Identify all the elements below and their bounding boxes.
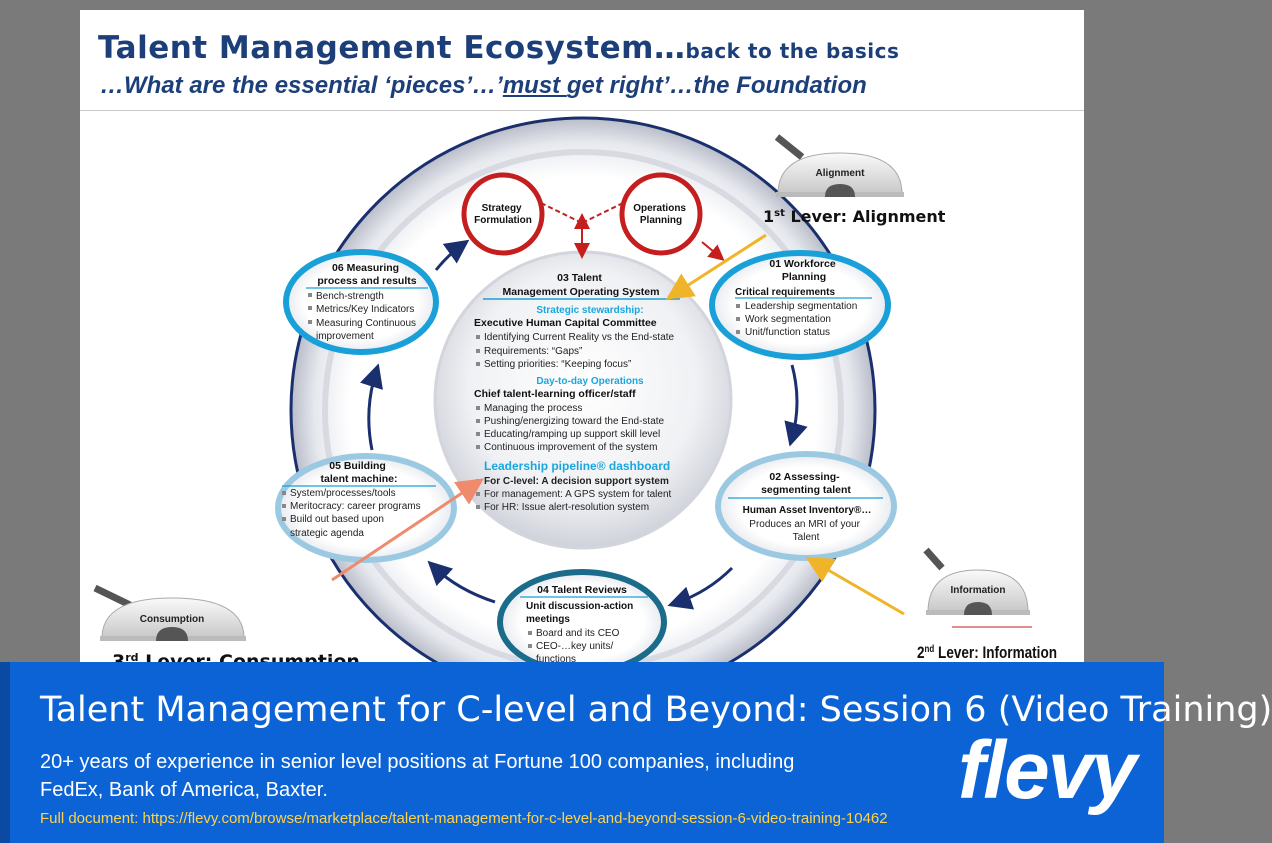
- alignment-dial-icon: Alignment: [774, 134, 904, 197]
- slide-subtitle: …What are the essential ‘pieces’…’must g…: [100, 72, 867, 100]
- svg-text:Requirements: “Gaps”: Requirements: “Gaps”: [484, 346, 582, 357]
- flevy-logo: flevy: [958, 725, 1137, 816]
- full-document-link[interactable]: Full document: https://flevy.com/browse/…: [40, 810, 888, 827]
- center-s2-title: Day-to-day Operations: [536, 376, 644, 387]
- svg-text:Board and its CEO: Board and its CEO: [536, 628, 620, 639]
- subtitle-emphasis: must: [502, 72, 567, 99]
- svg-text:Measuring Continuous: Measuring Continuous: [316, 318, 416, 329]
- svg-text:Meritocracy: career programs: Meritocracy: career programs: [290, 501, 421, 512]
- svg-text:strategic agenda: strategic agenda: [290, 528, 364, 539]
- information-dial-icon: Information: [923, 547, 1030, 615]
- svg-text:Leadership segmentation: Leadership segmentation: [745, 301, 857, 312]
- svg-text:improvement: improvement: [316, 331, 374, 342]
- slide: Talent Management Ecosystem…back to the …: [80, 10, 1084, 704]
- top-connector: [540, 202, 725, 261]
- svg-text:Unit discussion-action: Unit discussion-action meetings: [526, 601, 636, 625]
- svg-text:Work segmentation: Work segmentation: [745, 314, 831, 325]
- subtitle-part-b: get right’…the Foundation: [566, 72, 867, 99]
- center-s1-sub: Executive Human Capital Committee: [474, 317, 657, 329]
- promo-banner: Talent Management for C-level and Beyond…: [0, 662, 1272, 843]
- svg-text:System/processes/tools: System/processes/tools: [290, 488, 396, 499]
- description-line-2: FedEx, Bank of America, Baxter.: [40, 779, 328, 801]
- banner-edge: [0, 662, 10, 843]
- svg-text:For management: A GPS system f: For management: A GPS system for talent: [484, 489, 672, 500]
- center-s1-title: Strategic stewardship:: [536, 305, 643, 316]
- alignment-lever-arrow: [665, 233, 767, 300]
- svg-text:Metrics/Key Indicators: Metrics/Key Indicators: [316, 304, 414, 315]
- svg-text:Build out based upon: Build out based upon: [290, 514, 384, 525]
- operations-planning-node: Operations Planning: [619, 172, 703, 256]
- svg-text:Managing the process: Managing the process: [484, 403, 582, 414]
- svg-text:Alignment: Alignment: [816, 168, 866, 179]
- svg-text:Information: Information: [951, 585, 1006, 596]
- node-05-building-talent-machine: 05 Building talent machine: System/proce…: [275, 453, 457, 563]
- svg-text:05 Building talent mac: 05 Building talent machine:: [320, 460, 397, 485]
- center-s3-title: Leadership pipeline® dashboard: [484, 459, 670, 473]
- svg-text:01 Workforce Planning: 01 Workforce Planning: [769, 258, 838, 283]
- node-02-assessing-talent: 02 Assessing- segmenting talent Human As…: [715, 451, 897, 561]
- svg-text:Critical requirements: Critical requirements: [735, 287, 835, 298]
- document-description: 20+ years of experience in senior level …: [40, 748, 840, 804]
- svg-text:Operations Planning: Operations Planning: [633, 203, 689, 226]
- svg-text:Educating/ramping up support s: Educating/ramping up support skill level: [484, 429, 660, 440]
- slide-title-main: Talent Management Ecosystem…: [98, 30, 686, 66]
- center-title: 03 Talent Management Operating System: [503, 272, 660, 298]
- svg-text:02 Assessing- segmenti: 02 Assessing- segmenting talent: [761, 471, 851, 496]
- svg-text:CEO-…key units/: CEO-…key units/: [536, 641, 613, 652]
- cycle-arrows: [360, 239, 808, 610]
- center-s3-list: For C-level: A decision support system F…: [476, 476, 672, 513]
- center-s1-list: Identifying Current Reality vs the End-s…: [476, 332, 675, 370]
- slide-title-tail: back to the basics: [685, 39, 900, 63]
- svg-text:Continuous improvement of the: Continuous improvement of the system: [484, 442, 657, 453]
- svg-text:Strategy Formulation: Strategy Formulation: [474, 203, 532, 226]
- svg-text:Unit/function status: Unit/function status: [745, 327, 830, 338]
- svg-text:Setting priorities: “Keeping f: Setting priorities: “Keeping focus”: [484, 359, 631, 370]
- alignment-lever-label: 1st Lever: Alignment: [763, 207, 946, 226]
- slide-title: Talent Management Ecosystem…back to the …: [98, 30, 899, 66]
- svg-text:For HR: Issue alert-resolution: For HR: Issue alert-resolution system: [484, 502, 649, 513]
- svg-text:Identifying Current Reality vs: Identifying Current Reality vs the End-s…: [484, 332, 675, 343]
- node-01-workforce-planning: 01 Workforce Planning Critical requireme…: [709, 250, 891, 360]
- svg-text:Produces an MRI of your: Produces an MRI of your Talent: [749, 519, 862, 543]
- center-s2-sub: Chief talent-learning officer/staff: [474, 388, 636, 400]
- subtitle-part-a: …What are the essential ‘pieces’…’: [100, 72, 503, 99]
- ecosystem-diagram: 03 Talent Management Operating System St…: [93, 116, 1057, 704]
- svg-text:Bench-strength: Bench-strength: [316, 291, 384, 302]
- information-lever-arrow: [805, 556, 905, 616]
- node-06-measuring-results: 06 Measuring process and results Bench-s…: [283, 249, 439, 355]
- svg-text:Human Asset Inventory®…: Human Asset Inventory®…: [743, 505, 872, 516]
- strategy-formulation-node: Strategy Formulation: [461, 172, 545, 256]
- title-divider: [80, 110, 1084, 111]
- consumption-dial-icon: Consumption: [93, 584, 246, 641]
- information-lever-label: 2nd Lever: Information: [917, 643, 1057, 662]
- svg-text:06 Measuring process a: 06 Measuring process and results: [317, 262, 416, 287]
- center-s2-list: Managing the process Pushing/energizing …: [476, 403, 665, 453]
- svg-text:Consumption: Consumption: [140, 614, 204, 625]
- svg-text:Pushing/energizing toward the: Pushing/energizing toward the End-state: [484, 416, 665, 427]
- document-title: Talent Management for C-level and Beyond…: [40, 690, 1272, 730]
- svg-text:functions: functions: [536, 654, 576, 665]
- consumption-lever-arrow: [331, 478, 484, 582]
- svg-text:04 Talent Reviews: 04 Talent Reviews: [537, 584, 627, 596]
- description-line-1: 20+ years of experience in senior level …: [40, 751, 795, 773]
- node-04-talent-reviews: 04 Talent Reviews Unit discussion-action…: [497, 569, 667, 675]
- svg-text:For C-level: A decision suppor: For C-level: A decision support system: [484, 476, 669, 487]
